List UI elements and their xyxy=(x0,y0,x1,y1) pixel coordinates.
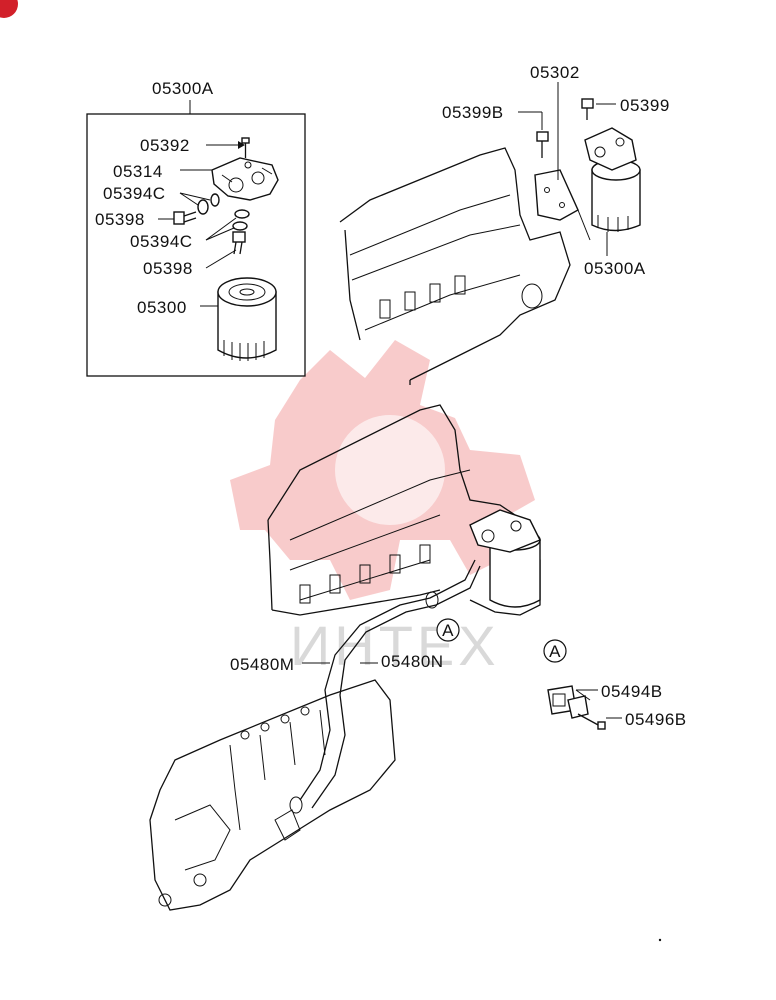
label-05300A-right: 05300A xyxy=(584,259,646,278)
filter-cartridge-05300 xyxy=(217,277,277,361)
bolt-05399B xyxy=(536,131,549,158)
injection-pump-view xyxy=(149,679,396,911)
label-05480N: 05480N xyxy=(381,652,444,671)
label-05302: 05302 xyxy=(530,63,580,82)
label-05480M: 05480M xyxy=(230,655,294,674)
bracket-05302 xyxy=(534,169,579,221)
bolt-05398-upper xyxy=(173,211,197,225)
view-marker-a-detail-label: A xyxy=(549,642,561,661)
fuel-pipes-05480 xyxy=(289,559,481,814)
mid-filter-assembly xyxy=(469,509,541,608)
view-marker-a-detail xyxy=(543,639,567,663)
label-05300A-top: 05300A xyxy=(152,79,214,98)
label-05398-1: 05398 xyxy=(95,210,145,229)
corner-badge xyxy=(0,0,18,18)
engine-upper-view xyxy=(339,147,571,385)
view-marker-a-main xyxy=(436,618,460,642)
bolt-05398-lower xyxy=(232,231,246,255)
label-05300: 05300 xyxy=(137,298,187,317)
bolt-05392 xyxy=(241,137,250,158)
filter-assembly-box xyxy=(86,100,306,377)
label-05399: 05399 xyxy=(620,96,670,115)
engine-lower-view xyxy=(267,404,541,616)
label-05494B: 05494B xyxy=(601,682,663,701)
label-05399B: 05399B xyxy=(442,103,504,122)
filter-head-05314 xyxy=(211,157,279,201)
mounted-filter-05300A xyxy=(584,127,641,232)
washer-05394C-lower xyxy=(232,209,250,231)
washer-05394C-upper xyxy=(197,193,220,215)
label-05394C-2: 05394C xyxy=(130,232,193,251)
watermark-text: ИНТЕХ xyxy=(290,614,500,677)
label-05394C-1: 05394C xyxy=(103,184,166,203)
bolt-05399 xyxy=(581,98,594,120)
label-05398-2: 05398 xyxy=(143,259,193,278)
label-05392: 05392 xyxy=(140,136,190,155)
bolt-05496B xyxy=(577,713,606,730)
clip-05494B xyxy=(547,685,589,719)
label-05314: 05314 xyxy=(113,162,163,181)
watermark-gear-icon xyxy=(230,340,535,600)
view-marker-a-main-label: A xyxy=(442,621,454,640)
label-05496B: 05496B xyxy=(625,710,687,729)
